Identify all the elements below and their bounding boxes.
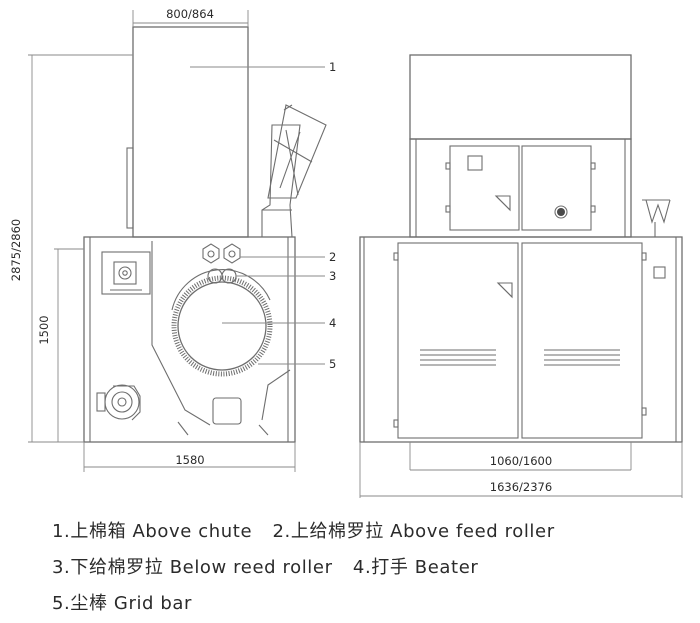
dim-overall-width: 1636/2376 bbox=[490, 480, 552, 494]
front-lower-cabinet bbox=[359, 236, 683, 443]
legend-line-1: 1.上棉箱 Above chute 2.上给棉罗拉 Above feed rol… bbox=[52, 514, 692, 550]
dim-lower-height: 1500 bbox=[37, 315, 51, 344]
front-top-box bbox=[409, 54, 632, 140]
callout-1: 1 bbox=[329, 60, 336, 74]
above-chute-box bbox=[132, 26, 249, 238]
middle-door-left bbox=[449, 145, 520, 231]
middle-door-right bbox=[521, 145, 592, 231]
lower-door-left bbox=[397, 242, 519, 439]
dim-total-height: 2875/2860 bbox=[9, 219, 23, 281]
above-feed-roller bbox=[202, 243, 241, 264]
vent-right bbox=[544, 349, 620, 366]
legend-line-2: 3.下给棉罗拉 Below reed roller 4.打手 Beater bbox=[52, 550, 692, 586]
callout-2: 2 bbox=[329, 250, 336, 264]
callout-4: 4 bbox=[329, 316, 336, 330]
beater bbox=[171, 269, 273, 377]
feed-chute-pipe bbox=[261, 104, 327, 238]
dim-base-width: 1580 bbox=[175, 453, 204, 467]
callout-3: 3 bbox=[329, 269, 336, 283]
lower-door-right bbox=[521, 242, 643, 439]
front-view bbox=[359, 54, 683, 498]
grid-bar bbox=[171, 275, 273, 377]
dim-top-width: 800/864 bbox=[166, 7, 214, 21]
legend-item-above-feed-roller: 2.上给棉罗拉 Above feed roller bbox=[272, 521, 555, 542]
legend-item-below-reed-roller: 3.下给棉罗拉 Below reed roller bbox=[52, 557, 333, 578]
legend-item-above-chute: 1.上棉箱 Above chute bbox=[52, 521, 253, 542]
machine-body bbox=[83, 236, 296, 443]
vent-left bbox=[420, 349, 496, 366]
legend-item-grid-bar: 5.尘棒 Grid bar bbox=[52, 593, 193, 614]
technical-drawing: 800/864 2875/2860 1500 1580 1060/1600 16… bbox=[9, 7, 683, 498]
chute-side-flap bbox=[126, 147, 134, 229]
front-feed-funnel bbox=[642, 199, 671, 237]
dim-inner-width: 1060/1600 bbox=[490, 454, 552, 468]
front-middle-panel bbox=[409, 138, 632, 238]
legend-line-3: 5.尘棒 Grid bar bbox=[52, 586, 692, 622]
access-door bbox=[212, 397, 242, 425]
side-view bbox=[28, 10, 327, 472]
motor-upper bbox=[101, 251, 151, 295]
legend-item-beater: 4.打手 Beater bbox=[352, 557, 479, 578]
motor-lower bbox=[96, 384, 141, 421]
legend: 1.上棉箱 Above chute 2.上给棉罗拉 Above feed rol… bbox=[52, 514, 692, 622]
callout-5: 5 bbox=[329, 357, 336, 371]
